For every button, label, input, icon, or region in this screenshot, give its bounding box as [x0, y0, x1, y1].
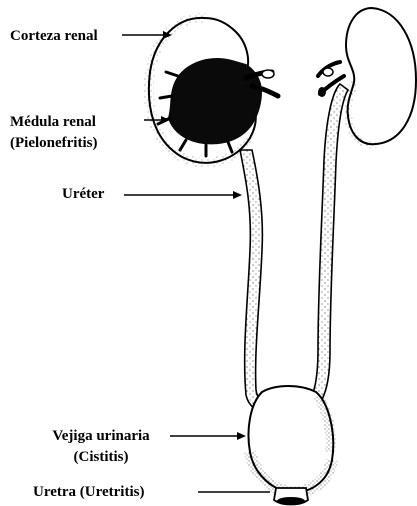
- right-ureter: [304, 84, 348, 414]
- label-bladder: Vejiga urinaria: [36, 427, 166, 446]
- urethra: [274, 488, 308, 505]
- label-renal-medulla: Médula renal: [10, 113, 96, 132]
- left-ureter: [240, 150, 270, 414]
- label-pyelonephritis: (Pielonefritis): [10, 134, 97, 153]
- label-renal-cortex: Corteza renal: [10, 27, 98, 46]
- urinary-bladder: [249, 386, 334, 492]
- label-urethra: Uretra (Uretritis): [33, 483, 144, 502]
- label-cystitis: (Cistitis): [36, 448, 166, 467]
- left-kidney: [149, 18, 278, 163]
- label-ureter: Uréter: [62, 185, 104, 204]
